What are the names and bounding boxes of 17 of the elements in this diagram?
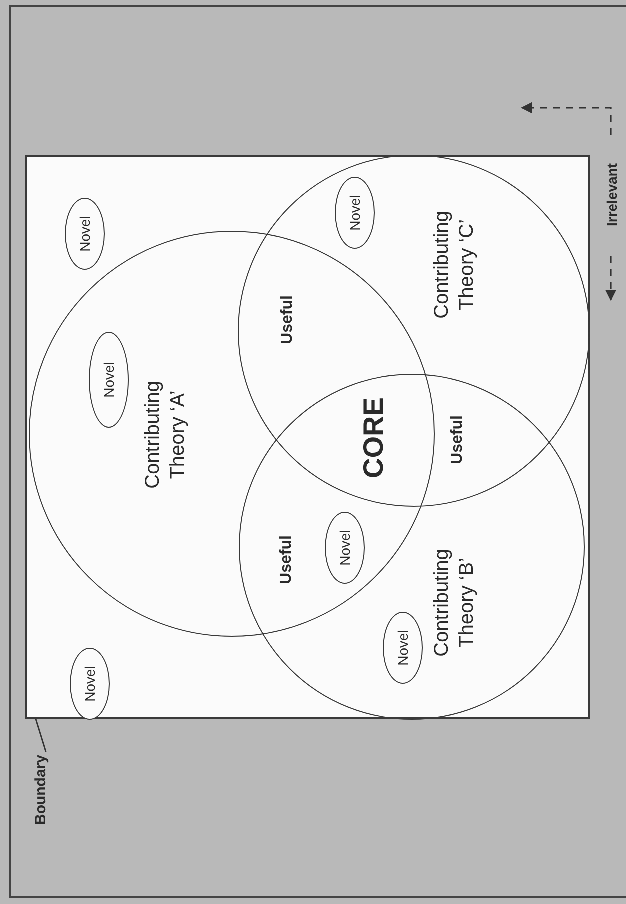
circle-title: Contributing Theory ‘C’ <box>430 210 479 321</box>
novel-oval: Novel <box>89 332 129 428</box>
novel-oval: Novel <box>65 198 105 270</box>
irrelevant-label: Irrelevant <box>604 163 620 227</box>
venn-circle <box>238 155 590 507</box>
core-label: CORE <box>358 398 390 478</box>
circle-title: Contributing Theory ‘B’ <box>430 548 479 659</box>
novel-oval: Novel <box>70 648 110 720</box>
novel-oval: Novel <box>383 612 423 684</box>
novel-oval: Novel <box>335 177 375 249</box>
region-label: Useful <box>449 416 467 464</box>
boundary-box <box>25 155 590 719</box>
region-label: Useful <box>279 296 297 344</box>
region-label: Useful <box>278 536 296 584</box>
circle-title: Contributing Theory ‘A’ <box>141 380 190 491</box>
boundary-label: Boundary <box>32 755 50 825</box>
leader-line <box>35 718 47 752</box>
